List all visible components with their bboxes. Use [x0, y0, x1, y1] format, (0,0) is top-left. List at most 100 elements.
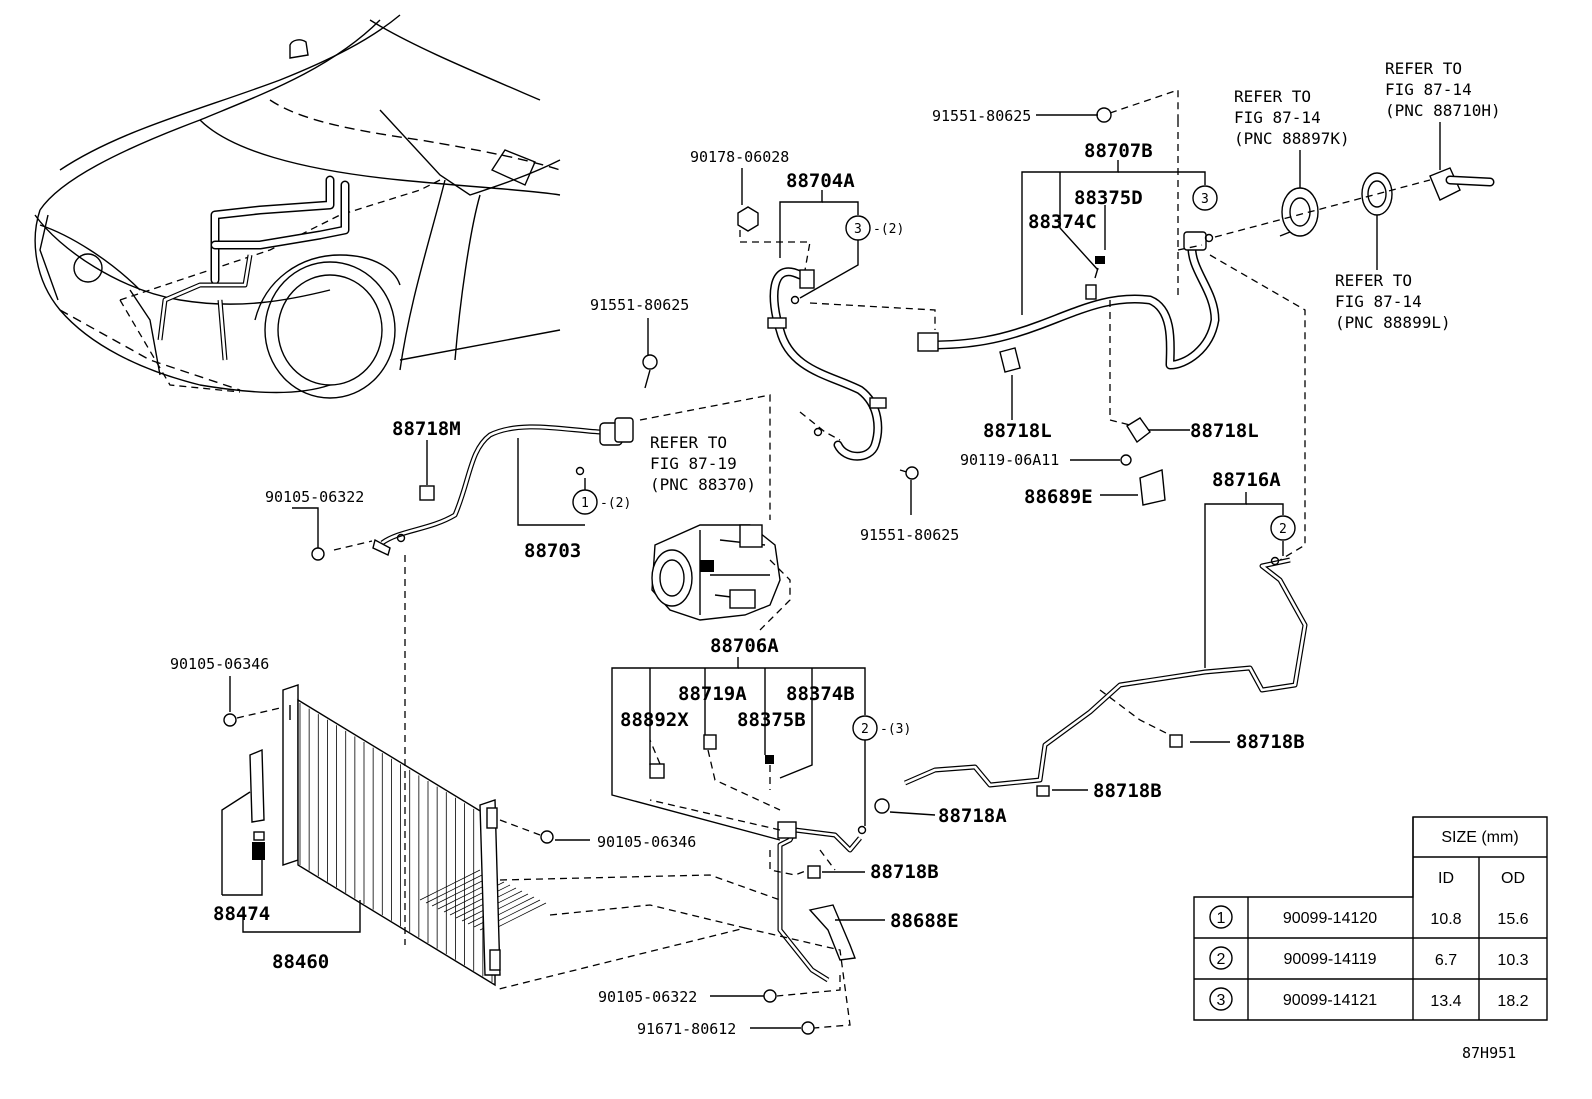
refer-note-88897K: REFER TO FIG 87-14 (PNC 88897K) — [1234, 87, 1350, 148]
callout-3a-note: -(2) — [873, 222, 904, 237]
label-88374B: 88374B — [786, 683, 855, 705]
callout-3a — [845, 215, 871, 241]
refer-88710H-line2: FIG 87-14 — [1385, 80, 1472, 99]
label-88688E: 88688E — [890, 910, 959, 932]
callout-2-mid-text: 2 — [861, 722, 869, 737]
label-88375D: 88375D — [1074, 187, 1143, 209]
row-part: 90099-14120 — [1283, 910, 1377, 927]
row-id: 10.8 — [1430, 911, 1461, 928]
pipe-88716A — [904, 557, 1308, 788]
callout-1-text: 1 — [581, 496, 589, 511]
size-table: SIZE (mm) ID OD 1 90099-14120 10.8 15.6 … — [1193, 816, 1548, 1021]
row-ref: 3 — [1217, 992, 1226, 1009]
hose-88703 — [372, 417, 634, 556]
figure-code: 87H951 — [1462, 1044, 1516, 1062]
label-88707B: 88707B — [1084, 140, 1153, 162]
condenser-hatch — [449, 884, 511, 916]
label-90105-06322-b: 90105-06322 — [598, 988, 697, 1006]
label-88460: 88460 — [272, 951, 329, 973]
label-88474: 88474 — [213, 903, 270, 925]
row-id: 13.4 — [1430, 993, 1461, 1010]
refer-88370-line2: FIG 87-19 — [650, 454, 737, 473]
label-88718B-b: 88718B — [1093, 780, 1162, 802]
label-88703: 88703 — [524, 540, 581, 562]
callout-3b-text: 3 — [1201, 192, 1209, 207]
row-id: 6.7 — [1435, 952, 1457, 969]
fasteners — [223, 107, 1280, 1035]
condenser — [282, 684, 547, 987]
callout-3b — [1192, 185, 1218, 211]
refer-88710H-line1: REFER TO — [1385, 59, 1462, 78]
row-part: 90099-14121 — [1283, 992, 1377, 1009]
row-od: 10.3 — [1497, 952, 1528, 969]
label-88374C: 88374C — [1028, 211, 1097, 233]
label-88718M: 88718M — [392, 418, 461, 440]
row-od: 15.6 — [1497, 911, 1528, 928]
label-90105-06346-b: 90105-06346 — [597, 833, 696, 851]
size-table-col-od: OD — [1501, 870, 1525, 887]
label-90178-06028: 90178-06028 — [690, 148, 789, 166]
refer-88370-line1: REFER TO — [650, 433, 727, 452]
row-ref: 2 — [1217, 951, 1226, 968]
hose-88707B — [917, 231, 1220, 370]
callout-3a-text: 3 — [854, 222, 862, 237]
receiver-dryer — [249, 748, 265, 860]
part-labels: 91551-80625 88707B 88375D 88374C 90178-0… — [170, 107, 1516, 1062]
vehicle-outline — [34, 14, 561, 399]
label-88892X: 88892X — [620, 709, 689, 731]
refer-notes: REFER TO FIG 87-19 (PNC 88370) REFER TO … — [650, 59, 1501, 494]
label-88704A: 88704A — [786, 170, 855, 192]
refer-88899L-line3: (PNC 88899L) — [1335, 313, 1451, 332]
callout-1 — [572, 489, 598, 515]
refer-note-88370: REFER TO FIG 87-19 (PNC 88370) — [650, 433, 756, 494]
hose-88704A — [767, 267, 887, 461]
label-88718L-a: 88718L — [983, 420, 1052, 442]
callout-2-mid — [852, 715, 878, 741]
label-88718A: 88718A — [938, 805, 1007, 827]
leader-lines — [221, 89, 1431, 1029]
label-90105-06322-a: 90105-06322 — [265, 488, 364, 506]
row-part: 90099-14119 — [1283, 951, 1376, 968]
label-88718B-a: 88718B — [1236, 731, 1305, 753]
label-88718B-c: 88718B — [870, 861, 939, 883]
label-88689E: 88689E — [1024, 486, 1093, 508]
label-88375B: 88375B — [737, 709, 806, 731]
condenser-hatch — [419, 869, 481, 901]
refer-88899L-line2: FIG 87-14 — [1335, 292, 1422, 311]
callout-2-top-text: 2 — [1279, 522, 1287, 537]
refer-88897K-line2: FIG 87-14 — [1234, 108, 1321, 127]
seal-rings — [1281, 167, 1495, 237]
label-91671-80612: 91671-80612 — [637, 1020, 736, 1038]
label-88718L-b: 88718L — [1190, 420, 1259, 442]
label-90105-06346-a: 90105-06346 — [170, 655, 269, 673]
table-row: 3 90099-14121 13.4 18.2 — [1209, 987, 1529, 1011]
callout-2-top — [1270, 515, 1296, 541]
pipe-88706A — [777, 821, 862, 983]
label-88706A: 88706A — [710, 635, 779, 657]
callout-2-mid-note: -(3) — [880, 722, 911, 737]
label-91551-80625-top: 91551-80625 — [932, 107, 1031, 125]
label-90119-06A11: 90119-06A11 — [960, 451, 1059, 469]
refer-88897K-line3: (PNC 88897K) — [1234, 129, 1350, 148]
callouts: 1 -(2) 3 -(2) 3 2 2 -(3) — [572, 185, 1296, 741]
callout-1-note: -(2) — [600, 496, 631, 511]
label-91551-80625-low: 91551-80625 — [860, 526, 959, 544]
label-88719A: 88719A — [678, 683, 747, 705]
refer-note-88710H: REFER TO FIG 87-14 (PNC 88710H) — [1385, 59, 1501, 120]
table-row: 2 90099-14119 6.7 10.3 — [1209, 946, 1529, 970]
refer-note-88899L: REFER TO FIG 87-14 (PNC 88899L) — [1335, 271, 1451, 332]
row-ref: 1 — [1217, 910, 1226, 927]
label-88716A: 88716A — [1212, 469, 1281, 491]
condenser-hatch — [425, 872, 487, 904]
size-table-header: SIZE (mm) — [1441, 829, 1518, 846]
refer-88897K-line1: REFER TO — [1234, 87, 1311, 106]
size-table-col-id: ID — [1438, 870, 1454, 887]
refer-88710H-line3: (PNC 88710H) — [1385, 101, 1501, 120]
row-od: 18.2 — [1497, 993, 1528, 1010]
label-91551-80625-mid: 91551-80625 — [590, 296, 689, 314]
table-row: 1 90099-14120 10.8 15.6 — [1209, 905, 1529, 929]
refer-88899L-line1: REFER TO — [1335, 271, 1412, 290]
compressor — [651, 524, 781, 621]
